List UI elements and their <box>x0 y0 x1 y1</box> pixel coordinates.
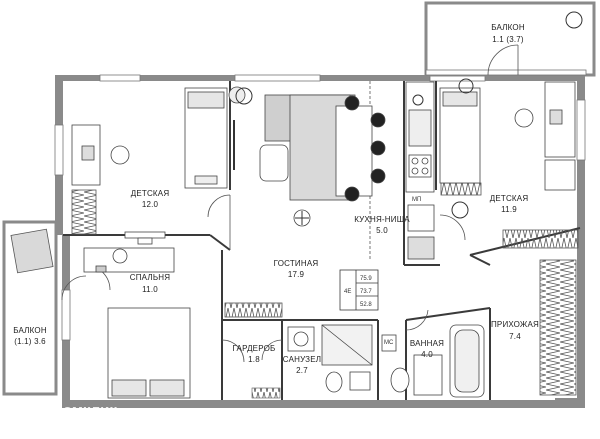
summary-total: 75.9 <box>360 276 372 282</box>
watermark: Домклик <box>28 400 117 420</box>
kids-left-furniture <box>71 86 246 245</box>
living-area: 17.9 <box>288 270 305 279</box>
kitchen-area: 5.0 <box>376 226 388 235</box>
balcony-top-area: 1.1 (3.7) <box>492 35 524 44</box>
kids-right-name: ДЕТСКАЯ <box>490 194 529 203</box>
bath-area: 4.0 <box>421 350 433 359</box>
wc-area: 2.7 <box>296 366 308 375</box>
kitchen-name: КУХНЯ-НИША <box>354 215 410 224</box>
tag-mp: МП <box>412 197 421 203</box>
tag-ms: МС <box>384 340 394 346</box>
hall-name: ПРИХОЖАЯ <box>491 320 539 329</box>
living-name: ГОСТИНАЯ <box>274 259 319 268</box>
doors <box>84 194 466 363</box>
bedroom-area: 11.0 <box>142 285 158 294</box>
hall-area: 7.4 <box>509 332 521 341</box>
kids-right-furniture <box>439 81 576 191</box>
summary-rooms-label: 4E <box>344 289 351 295</box>
kitchen-furniture <box>405 81 435 260</box>
balcony-top <box>424 1 596 77</box>
bedroom-furniture <box>83 247 191 399</box>
room-labels: БАЛКОН 1.1 (3.7) ДЕТСКАЯ 12.0 КУХНЯ-НИША… <box>13 23 539 375</box>
balcony-left-name: БАЛКОН <box>13 326 47 335</box>
summary-box: 4E 75.9 73.7 52.8 <box>339 269 379 311</box>
kids-left-area: 12.0 <box>142 200 159 209</box>
windows <box>54 74 586 341</box>
watermark-text: Домклик <box>52 402 117 419</box>
balcony-left-area: (1.1) 3.6 <box>14 337 46 346</box>
balcony-top-name: БАЛКОН <box>491 23 525 32</box>
balcony-left <box>2 220 87 396</box>
bath-name: ВАННАЯ <box>410 339 444 348</box>
summary-living: 73.7 <box>360 289 372 295</box>
living-furniture <box>233 94 386 227</box>
wardrobe-area: 1.8 <box>248 355 260 364</box>
closets <box>71 182 579 399</box>
summary-extra: 52.8 <box>360 302 372 308</box>
kids-right-area: 11.9 <box>501 205 517 214</box>
bedroom-name: СПАЛЬНЯ <box>130 273 171 282</box>
kids-left-name: ДЕТСКАЯ <box>131 189 170 198</box>
wardrobe-name: ГАРДЕРОБ <box>233 344 276 353</box>
plant-icons <box>235 11 583 219</box>
bathroom-fixtures <box>287 324 485 398</box>
wc-name: САНУЗЕЛ <box>283 355 321 364</box>
